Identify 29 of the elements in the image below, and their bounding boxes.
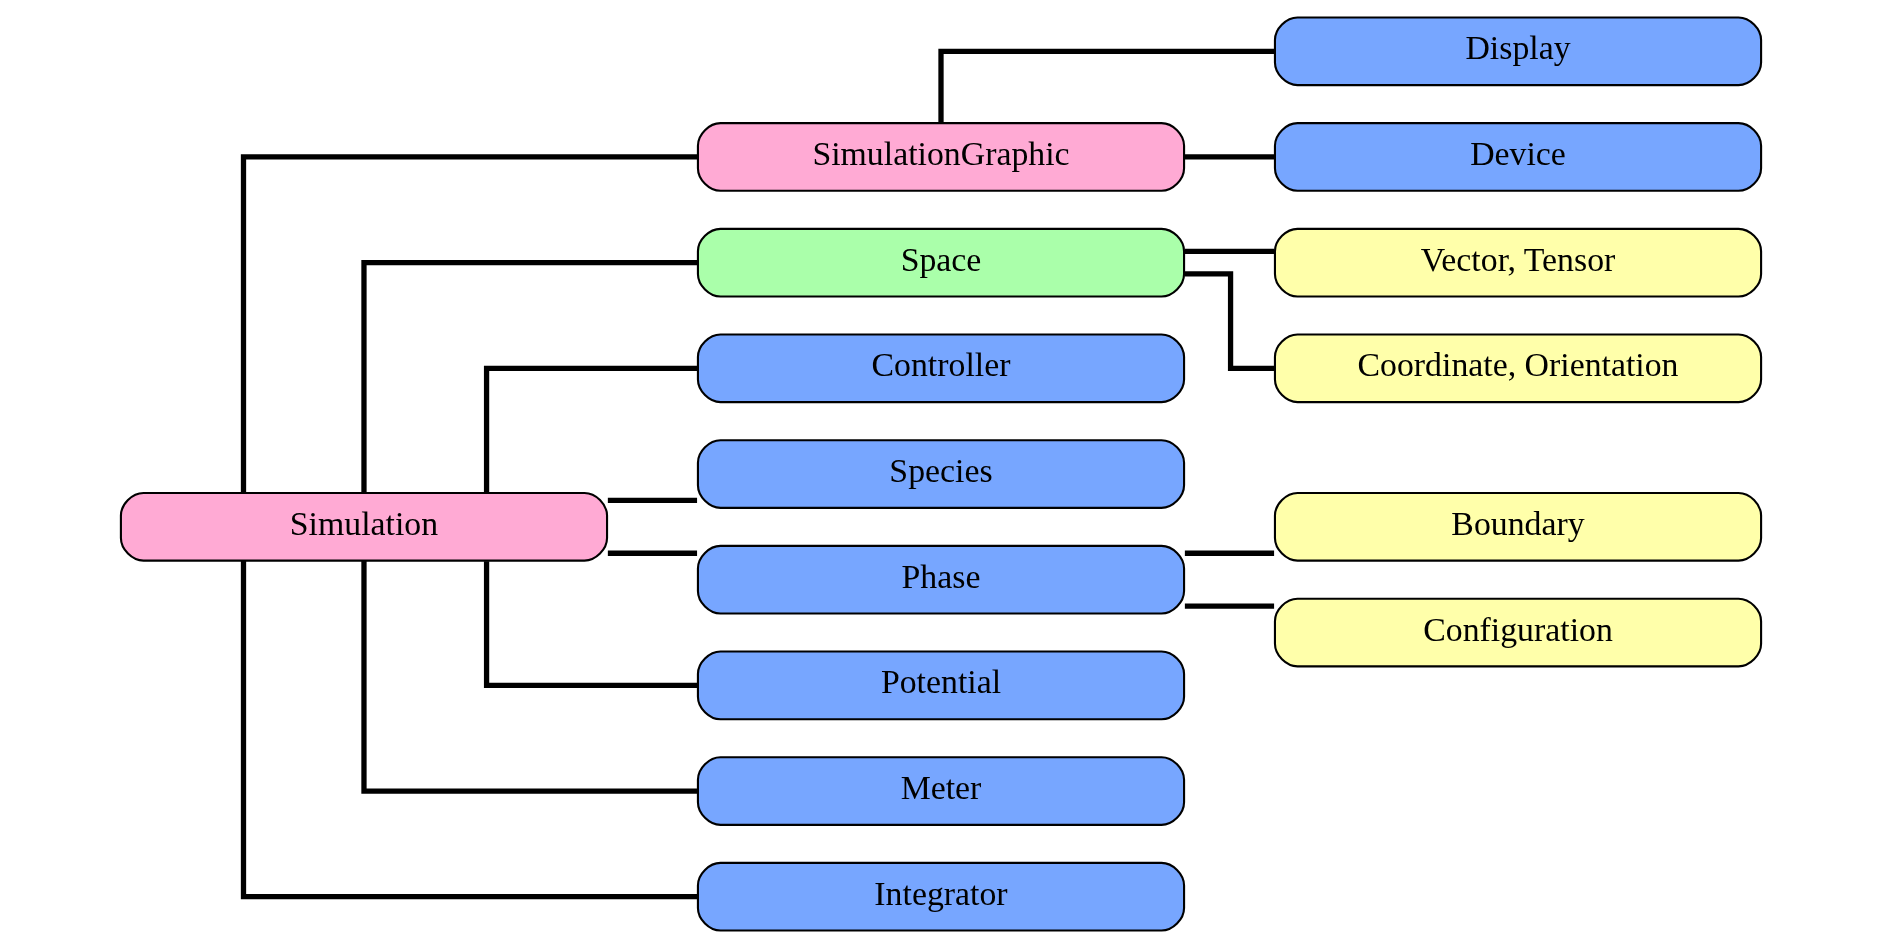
node-box: Device xyxy=(1273,121,1762,192)
node-box: Vector, Tensor xyxy=(1273,227,1762,297)
connector xyxy=(360,259,697,493)
node-box: Coordinate, Orientation xyxy=(1273,332,1762,403)
connector xyxy=(483,560,698,688)
connector xyxy=(937,48,1274,123)
node-box: Configuration xyxy=(1273,597,1762,667)
node-box: SimulationGraphic xyxy=(696,121,1185,192)
connector xyxy=(483,365,698,492)
connector xyxy=(1184,248,1274,254)
connector xyxy=(607,497,697,503)
node-box: Space xyxy=(696,227,1185,297)
connector xyxy=(1184,270,1275,371)
node-box: Controller xyxy=(696,332,1185,403)
connector xyxy=(607,550,697,556)
node-box: Potential xyxy=(696,650,1185,720)
connector xyxy=(240,560,697,899)
node-box: Simulation xyxy=(119,491,608,562)
connector xyxy=(1184,550,1274,556)
connector xyxy=(1184,602,1274,609)
connector xyxy=(240,153,697,493)
node-box: Integrator xyxy=(696,861,1185,932)
connector xyxy=(1184,153,1274,160)
node-box: Species xyxy=(696,438,1185,509)
node-box: Meter xyxy=(696,755,1185,826)
node-box: Display xyxy=(1273,15,1762,86)
connector xyxy=(360,560,697,794)
node-box: Phase xyxy=(696,544,1185,615)
node-box: Boundary xyxy=(1273,491,1762,562)
